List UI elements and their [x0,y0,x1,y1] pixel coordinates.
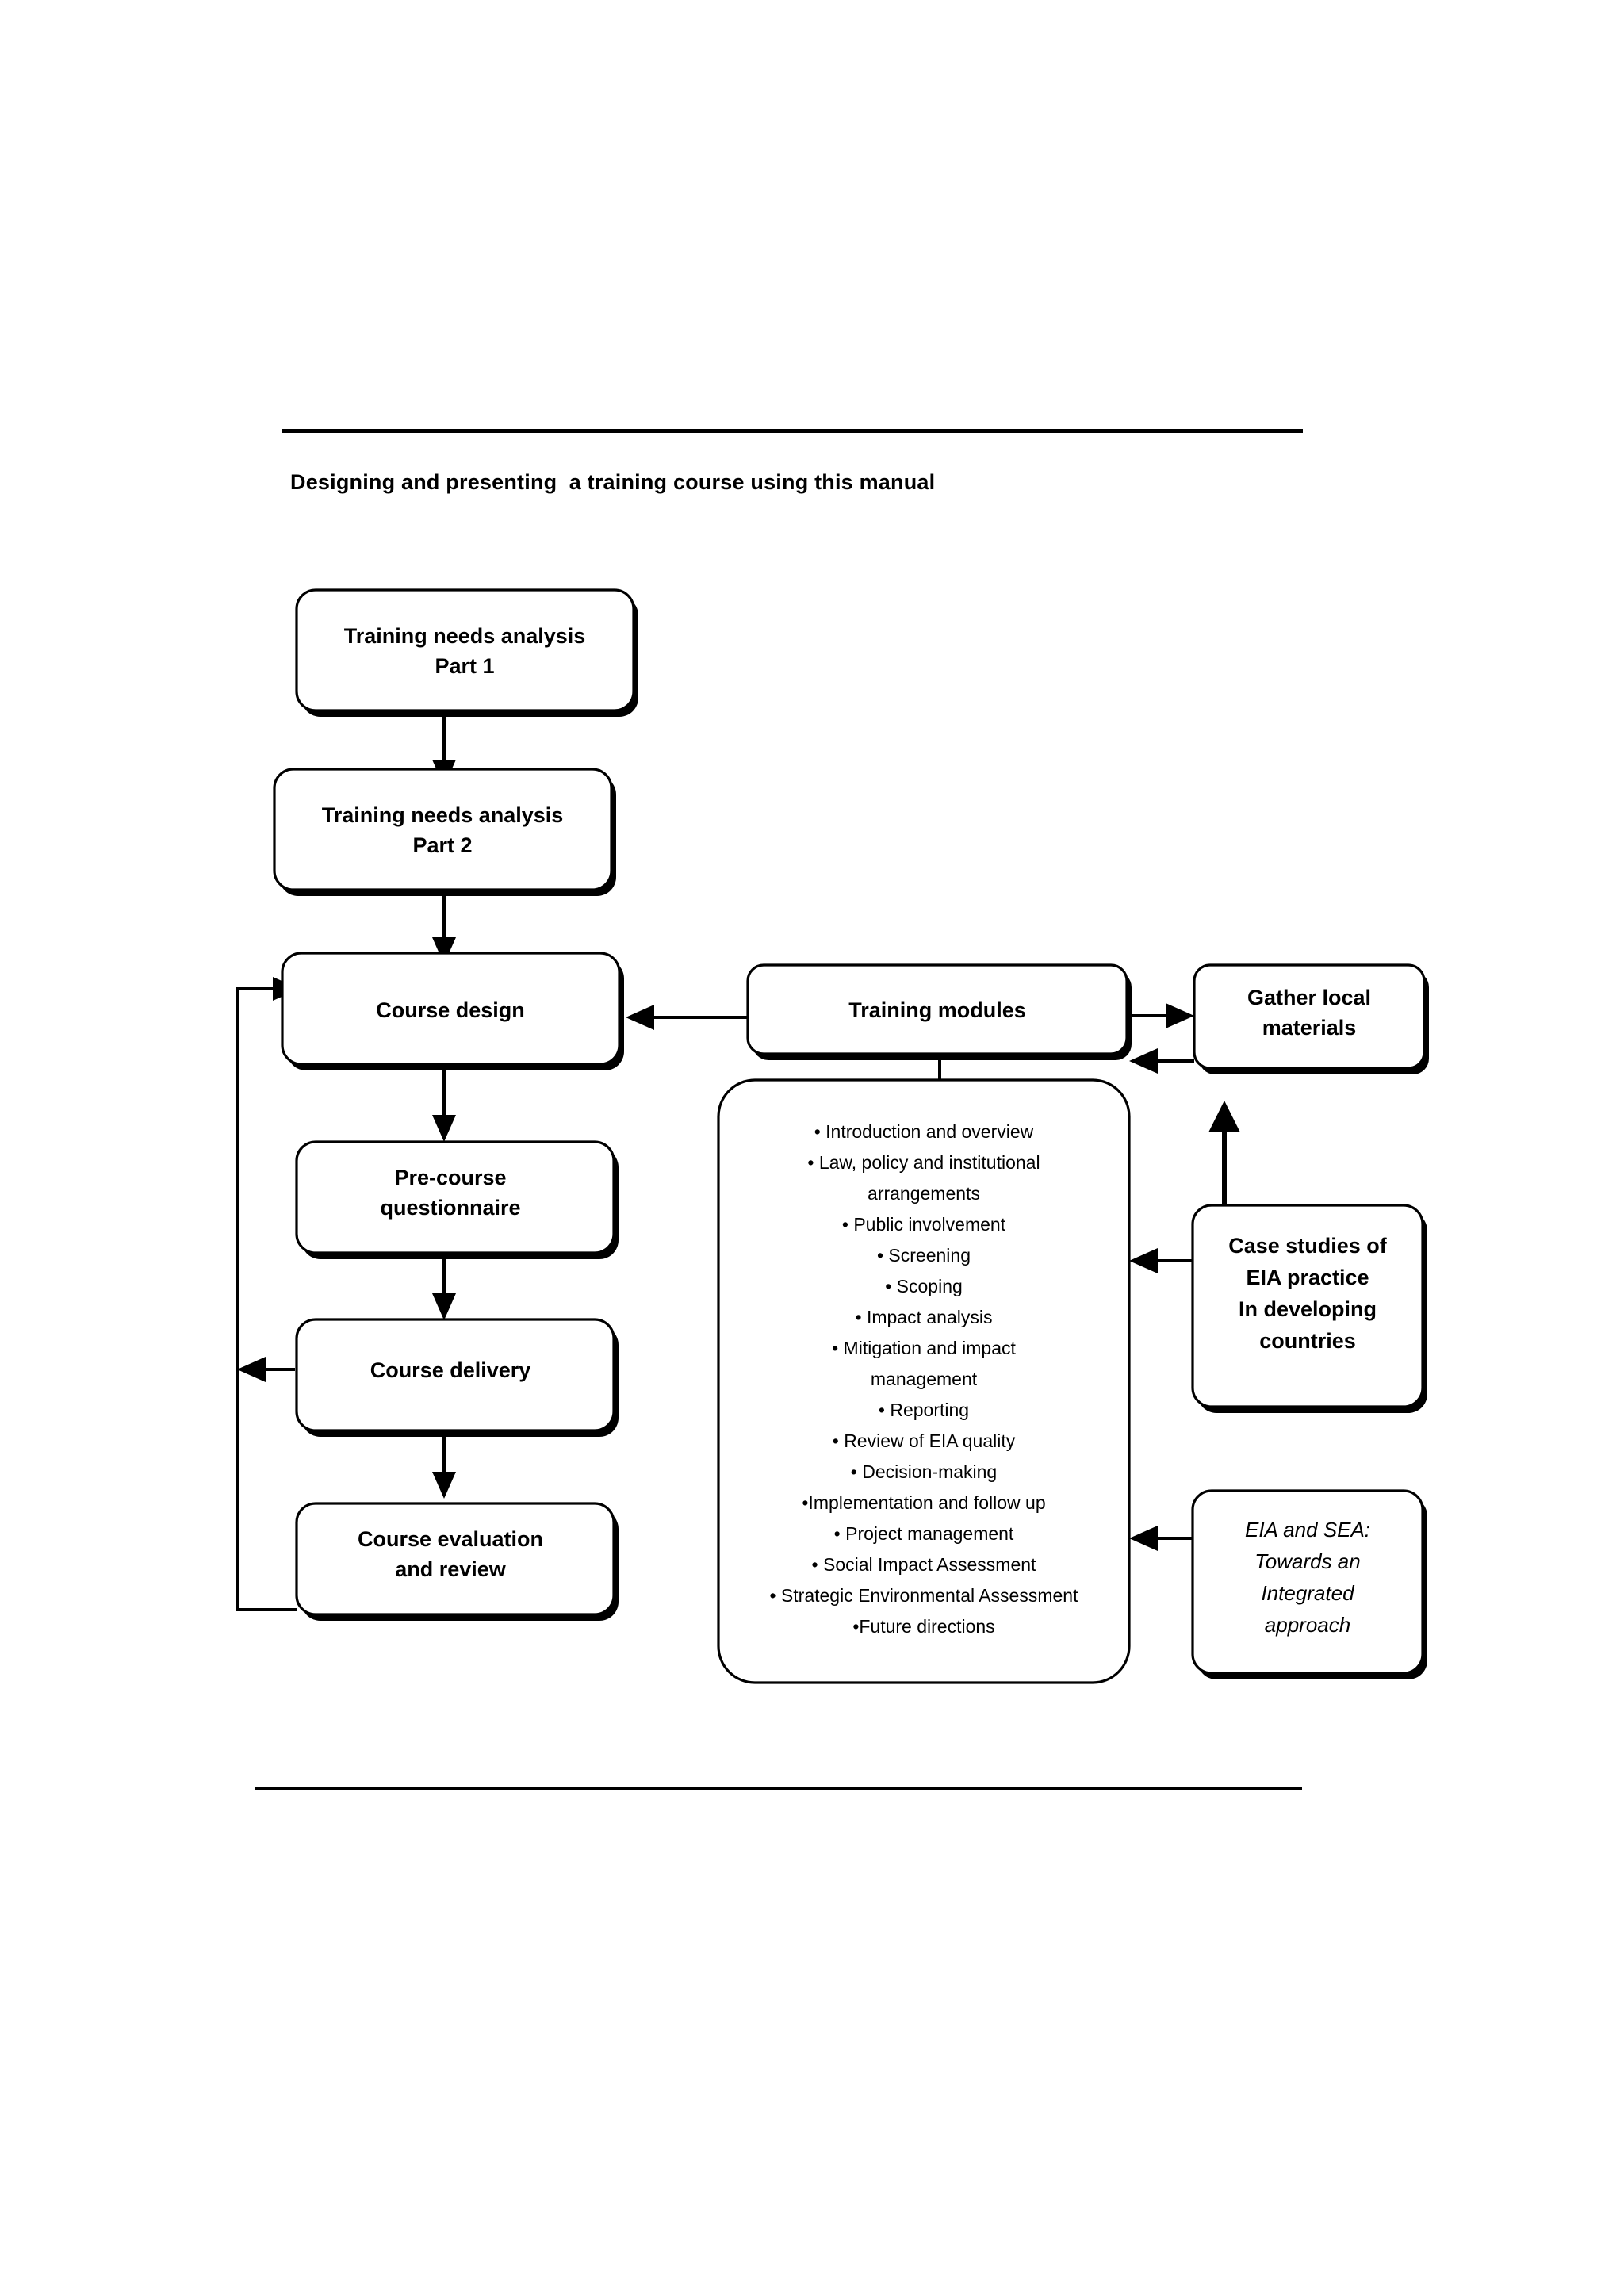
module-list-item: arrangements [868,1183,980,1204]
node-course-delivery[interactable]: Course delivery [295,1318,619,1437]
node-label-line2: Part 1 [435,654,494,678]
node-label-line1: Course evaluation [358,1527,543,1551]
node-training-needs-analysis-part-1[interactable]: Training needs analysis Part 1 [295,588,638,717]
node-label-line4: countries [1259,1329,1356,1353]
node-eia-and-sea-integrated-approach[interactable]: EIA and SEA: Towards an Integrated appro… [1191,1489,1427,1679]
edge-casestudies-to-gather [1208,1101,1240,1213]
edge-gather-to-modules [1129,1048,1194,1074]
module-list-item: • Public involvement [842,1214,1006,1235]
node-label-line2: questionnaire [380,1196,520,1220]
edge-delivery-to-feedback-rail [237,1357,295,1382]
footer-rule [255,1787,1302,1790]
node-case-studies-eia-practice[interactable]: Case studies of EIA practice In developi… [1191,1204,1427,1413]
header-rule [282,429,1303,433]
module-list-item: • Impact analysis [856,1307,993,1327]
module-list-item: management [871,1369,978,1389]
node-course-design[interactable]: Course design [281,952,624,1070]
node-label-line2: Towards an [1254,1549,1360,1573]
edge-feedback-loop [236,977,300,1611]
node-label-line1: Training modules [848,998,1026,1022]
node-label-line1: Course design [376,998,525,1022]
node-label-line1: Training needs analysis [344,624,586,648]
module-list-item: • Review of EIA quality [833,1430,1016,1451]
node-course-evaluation-and-review[interactable]: Course evaluation and review [295,1502,619,1621]
node-label-line3: Integrated [1261,1581,1355,1605]
edge-eiasea-to-modulelist [1129,1526,1193,1551]
node-label-line3: In developing [1239,1297,1377,1321]
module-list-item: • Reporting [879,1400,969,1420]
node-label-line2: and review [395,1557,507,1581]
module-list-item: • Strategic Environmental Assessment [769,1585,1078,1606]
page-title: Designing and presenting a training cour… [290,470,936,494]
module-list-item: • Social Impact Assessment [812,1554,1036,1575]
node-label-line4: approach [1265,1613,1350,1637]
node-pre-course-questionnaire[interactable]: Pre-course questionnaire [295,1140,619,1259]
node-label-line1: Case studies of [1228,1234,1388,1258]
node-label-line2: Part 2 [412,833,472,857]
module-list-item: •Future directions [852,1616,994,1637]
module-list-item: • Project management [834,1523,1014,1544]
module-list-item: • Introduction and overview [814,1121,1034,1142]
edge-casestudies-to-modulelist [1129,1248,1193,1273]
edge-modules-to-gather [1132,1003,1194,1028]
node-label-line1: Training needs analysis [322,803,564,827]
node-label-line1: EIA and SEA: [1245,1518,1370,1541]
edge-design-to-precourse [432,1067,456,1142]
node-label-line1: Gather local [1247,986,1371,1009]
module-list-item: • Law, policy and institutional [807,1152,1040,1173]
module-list-item: • Mitigation and impact [832,1338,1016,1358]
module-list-item: • Scoping [885,1276,963,1296]
node-label-line2: materials [1262,1016,1357,1040]
module-list-item: •Implementation and follow up [802,1492,1045,1513]
node-label-line1: Pre-course [394,1166,506,1189]
node-label-line2: EIA practice [1246,1266,1369,1289]
node-training-needs-analysis-part-2[interactable]: Training needs analysis Part 2 [273,768,616,896]
node-training-modules[interactable]: Training modules [746,963,1132,1060]
module-list-item: • Decision-making [851,1461,997,1482]
node-gather-local-materials[interactable]: Gather local materials [1193,963,1429,1074]
node-label-line1: Course delivery [370,1358,531,1382]
edge-tna2-to-design [432,890,456,964]
edge-modules-to-design [626,1005,748,1030]
module-list-box: • Introduction and overview • Law, polic… [717,1078,1131,1684]
module-list-item: • Screening [877,1245,971,1266]
